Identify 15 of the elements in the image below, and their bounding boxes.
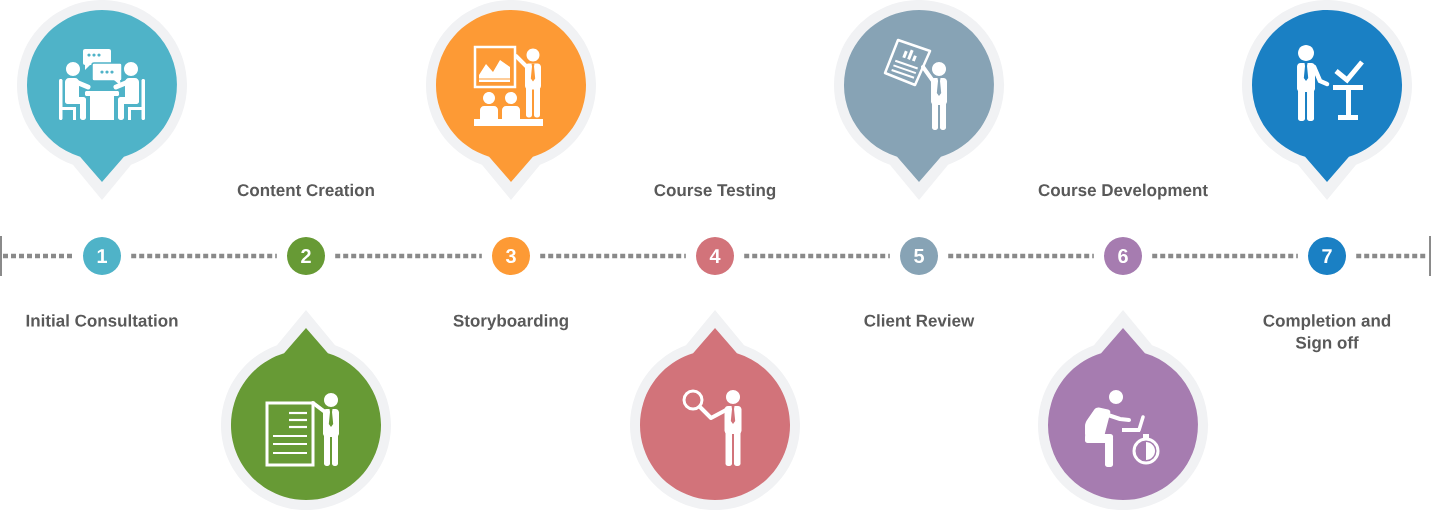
- timeline-line: [1356, 253, 1428, 259]
- step-label: Content Creation: [237, 183, 374, 197]
- timeline-line: [1152, 253, 1298, 259]
- step-label: Course Development: [1038, 183, 1208, 200]
- timeline-line: [3, 253, 73, 259]
- timeline-line: [540, 253, 686, 259]
- timeline-line: [131, 253, 277, 259]
- step-label: Initial Consultation: [26, 314, 178, 327]
- timeline-line: [744, 253, 890, 259]
- step-label: Completion and Sign off: [1263, 314, 1391, 353]
- step-label: Client Review: [864, 314, 975, 327]
- timeline-line: [948, 253, 1094, 259]
- step-label: Storyboarding: [453, 314, 568, 331]
- step-label: Course Testing: [654, 183, 776, 200]
- timeline-line: [335, 253, 482, 259]
